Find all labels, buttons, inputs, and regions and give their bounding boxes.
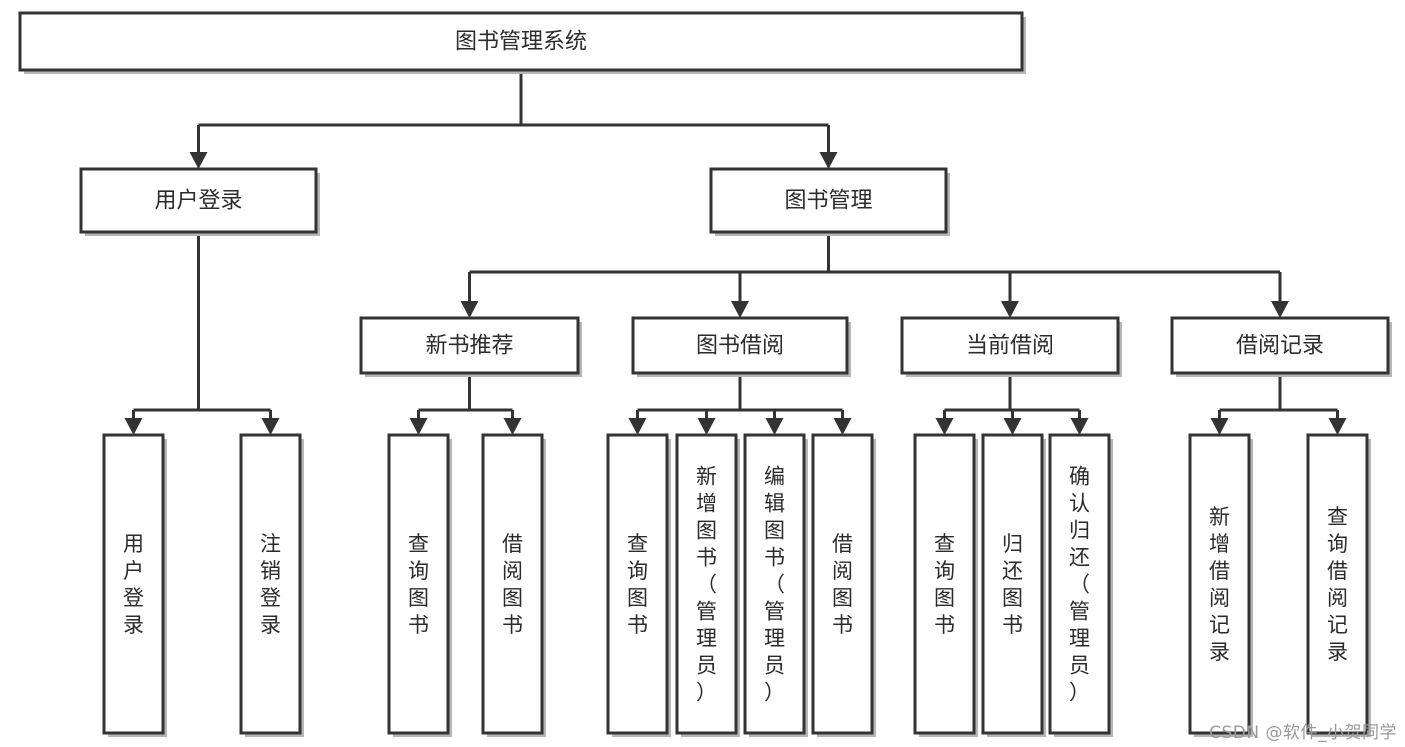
node-leaf-query-book-1[interactable]: 查询图书 xyxy=(387,433,452,737)
node-label: 借阅图书 xyxy=(502,532,523,637)
arrow-head-icon xyxy=(731,301,749,318)
node-label: 编辑图书（管理员） xyxy=(764,465,785,705)
node-borrow-record[interactable]: 借阅记录 xyxy=(1170,316,1392,377)
arrow-head-icon xyxy=(1271,301,1289,318)
arrow-head-icon xyxy=(1070,418,1089,435)
node-rect[interactable] xyxy=(631,316,849,375)
arrow-head-icon xyxy=(460,301,479,318)
arrow-head-icon xyxy=(1210,418,1229,435)
node-rect[interactable] xyxy=(102,433,165,735)
node-leaf-edit-book[interactable]: 编辑图书（管理员） xyxy=(743,433,808,737)
node-label: 新增图书（管理员） xyxy=(696,465,717,705)
node-rect[interactable] xyxy=(900,316,1120,375)
node-label: 查询图书 xyxy=(408,532,429,637)
node-label: 新增借阅记录 xyxy=(1209,505,1230,664)
node-label: 图书管理系统 xyxy=(455,30,587,55)
node-label: 借阅图书 xyxy=(832,532,853,637)
node-current-borrow[interactable]: 当前借阅 xyxy=(900,316,1122,377)
node-leaf-query-book-3[interactable]: 查询图书 xyxy=(913,433,978,737)
arrow-head-icon xyxy=(628,418,647,435)
node-rect[interactable] xyxy=(1188,433,1251,735)
node-rect[interactable] xyxy=(1048,433,1111,735)
node-label: 查询图书 xyxy=(627,532,648,637)
arrow-head-icon xyxy=(935,418,954,435)
arrow-head-icon xyxy=(765,418,784,435)
arrow-head-icon xyxy=(697,418,716,435)
node-label: 用户登录 xyxy=(154,189,242,214)
node-rect[interactable] xyxy=(709,167,948,234)
node-label: 当前借阅 xyxy=(966,334,1054,359)
node-book-management[interactable]: 图书管理 xyxy=(709,167,950,236)
node-leaf-query-book-2[interactable]: 查询图书 xyxy=(606,433,671,737)
node-rect[interactable] xyxy=(675,433,738,735)
node-label: 借阅记录 xyxy=(1236,334,1324,359)
arrow-head-icon xyxy=(1003,418,1022,435)
node-label: 图书借阅 xyxy=(696,334,784,359)
arrow-head-icon xyxy=(819,152,838,169)
node-leaf-borrow-book-1[interactable]: 借阅图书 xyxy=(481,433,546,737)
node-leaf-borrow-book-2[interactable]: 借阅图书 xyxy=(811,433,876,737)
node-rect[interactable] xyxy=(606,433,669,735)
node-label: 查询图书 xyxy=(934,532,955,637)
arrow-head-icon xyxy=(124,418,143,435)
connector-layer xyxy=(124,70,1347,435)
node-label: 图书管理 xyxy=(784,189,872,214)
node-leaf-user-login[interactable]: 用户登录 xyxy=(102,433,167,737)
node-leaf-confirm-return[interactable]: 确认归还（管理员） xyxy=(1048,433,1113,737)
node-rect[interactable] xyxy=(981,433,1044,735)
node-label: 确认归还（管理员） xyxy=(1069,465,1090,705)
arrow-head-icon xyxy=(189,152,208,169)
arrow-head-icon xyxy=(1328,418,1347,435)
node-label: 注销登录 xyxy=(260,532,281,637)
node-new-book-recommend[interactable]: 新书推荐 xyxy=(359,316,582,377)
node-rect[interactable] xyxy=(387,433,450,735)
node-leaf-add-book[interactable]: 新增图书（管理员） xyxy=(675,433,740,737)
arrow-head-icon xyxy=(1001,301,1019,318)
arrow-head-icon xyxy=(409,418,428,435)
arrow-head-icon xyxy=(261,418,280,435)
node-label: 归还图书 xyxy=(1002,532,1023,637)
node-leaf-query-borrow-record[interactable]: 查询借阅记录 xyxy=(1306,433,1371,737)
node-label: 查询借阅记录 xyxy=(1327,505,1348,664)
node-leaf-add-borrow-record[interactable]: 新增借阅记录 xyxy=(1188,433,1253,737)
node-rect[interactable] xyxy=(481,433,544,735)
node-user-login[interactable]: 用户登录 xyxy=(79,167,320,236)
node-rect[interactable] xyxy=(18,11,1024,72)
node-layer: 图书管理系统用户登录图书管理新书推荐图书借阅当前借阅借阅记录用户登录注销登录查询… xyxy=(18,11,1392,737)
node-book-borrow[interactable]: 图书借阅 xyxy=(631,316,851,377)
node-rect[interactable] xyxy=(1306,433,1369,735)
node-rect[interactable] xyxy=(913,433,976,735)
arrow-head-icon xyxy=(833,418,852,435)
arrow-head-icon xyxy=(503,418,522,435)
node-rect[interactable] xyxy=(811,433,874,735)
node-rect[interactable] xyxy=(239,433,302,735)
node-rect[interactable] xyxy=(359,316,580,375)
node-leaf-logout[interactable]: 注销登录 xyxy=(239,433,304,737)
node-rect[interactable] xyxy=(1170,316,1390,375)
node-label: 用户登录 xyxy=(123,532,144,637)
node-root-root[interactable]: 图书管理系统 xyxy=(18,11,1026,74)
node-rect[interactable] xyxy=(79,167,318,234)
node-rect[interactable] xyxy=(743,433,806,735)
node-label: 新书推荐 xyxy=(425,334,513,359)
node-leaf-return-book[interactable]: 归还图书 xyxy=(981,433,1046,737)
